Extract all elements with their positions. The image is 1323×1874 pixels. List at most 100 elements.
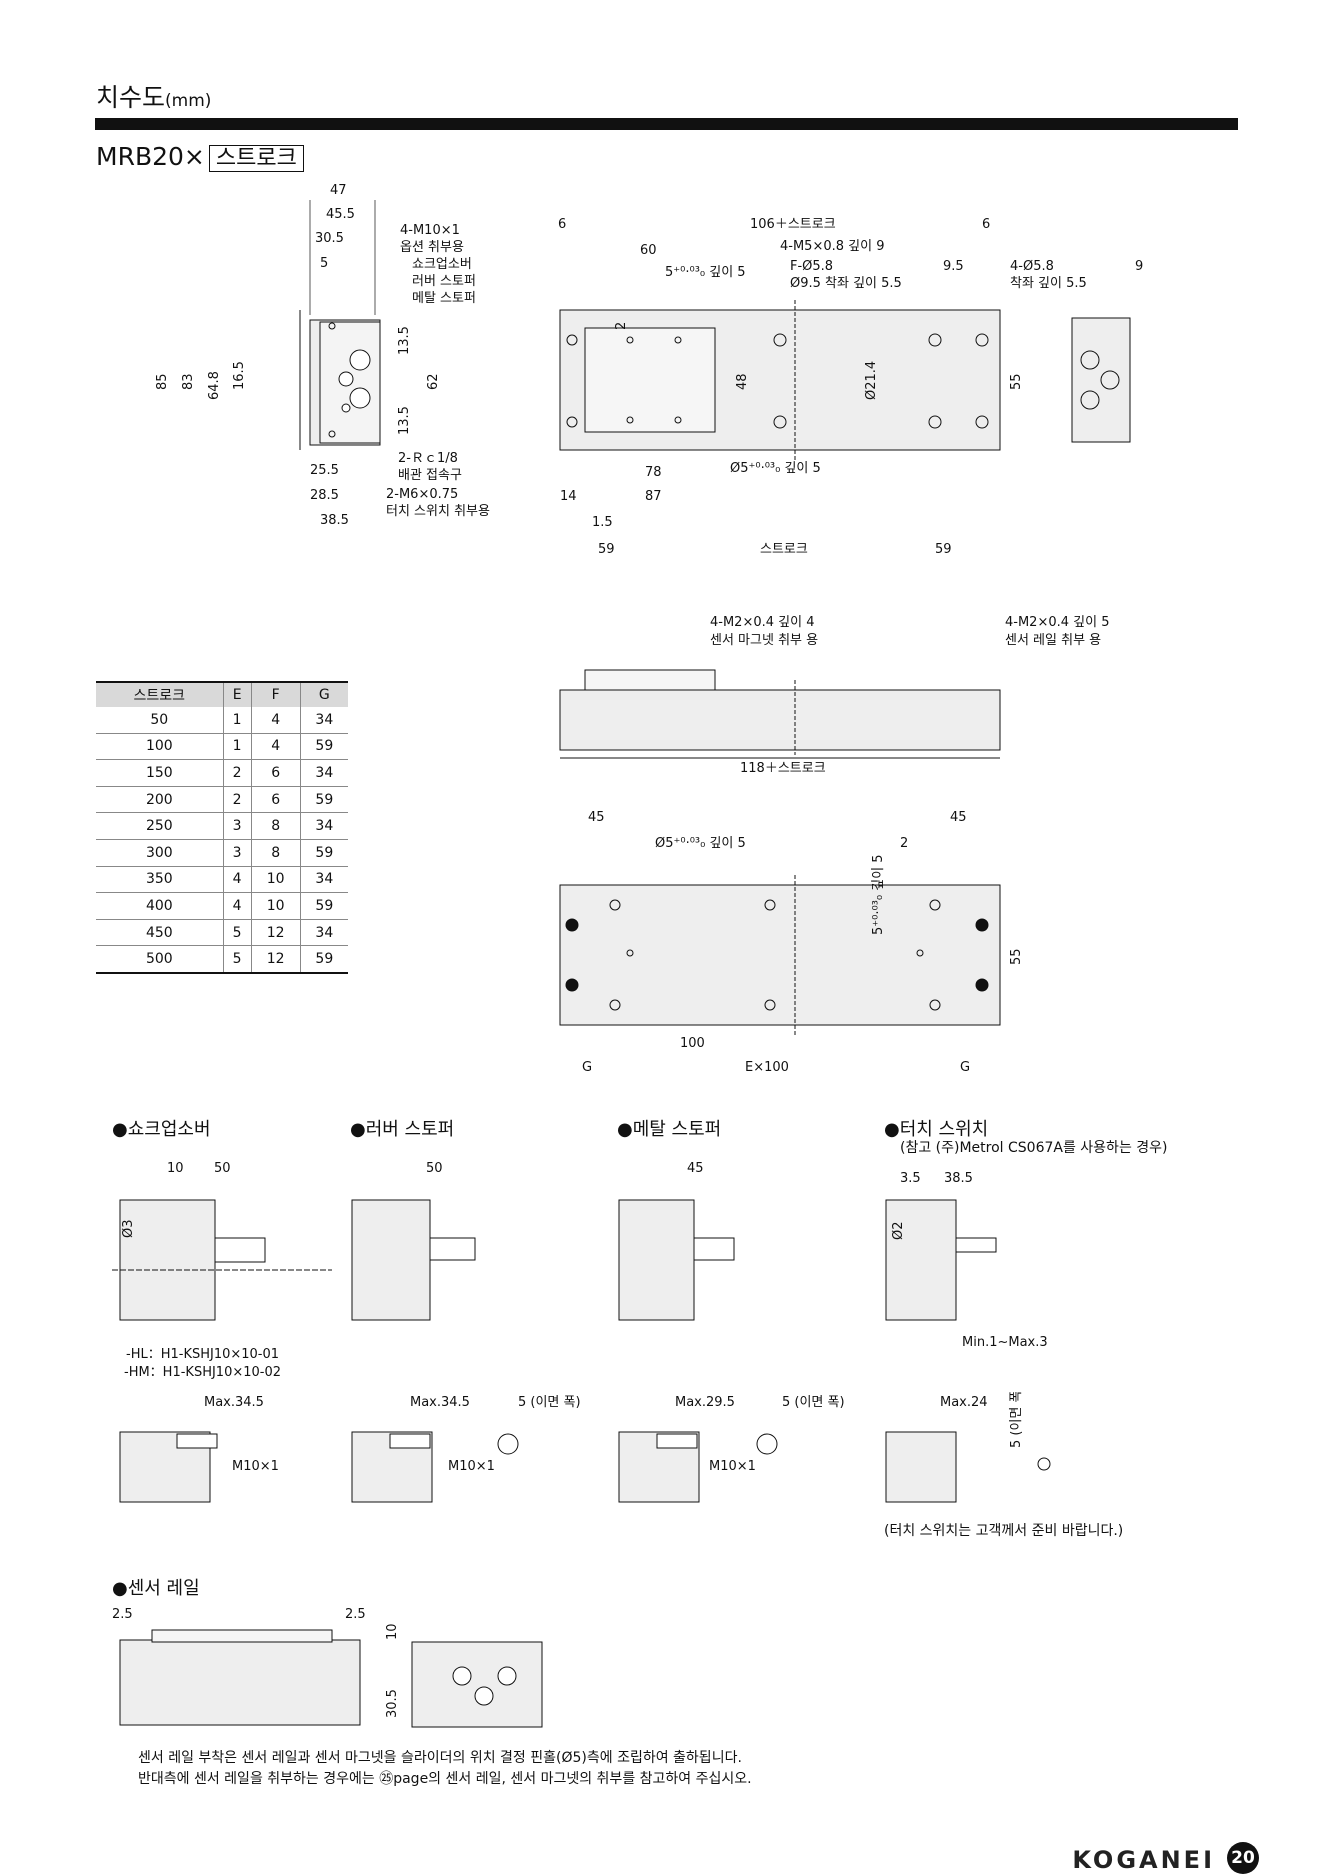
- side-view-drawing: 4-M2×0.4 깊이 4 센서 마그넷 취부 용 4-M2×0.4 깊이 5 …: [559, 615, 1109, 776]
- shock-thread: M10×1: [232, 1459, 279, 1474]
- side-note1-line-2: 센서 마그넷 취부 용: [710, 633, 818, 648]
- front-note3-line-1: 2-M6×0.75: [386, 487, 458, 502]
- model-label: MRB20×스트로크: [96, 140, 304, 172]
- side-note1-line-1: 4-M2×0.4 깊이 4: [710, 615, 814, 630]
- table-cell: 3: [223, 812, 252, 840]
- front-note-line-5: 메탈 스토퍼: [412, 291, 476, 306]
- bottom-dim-2: Ø5⁺⁰·⁰³₀ 깊이 5: [655, 836, 746, 851]
- table-cell: 59: [300, 786, 348, 814]
- side-note2-line-1: 4-M2×0.4 깊이 5: [1005, 615, 1109, 630]
- table-cell: 400: [96, 892, 224, 920]
- sensor-rail-note-1: 센서 레일 부착은 센서 레일과 센서 마그넷을 슬라이더의 위치 결정 핀홀(…: [138, 1750, 742, 1766]
- top-dim-11: 착좌 깊이 5.5: [1010, 276, 1087, 291]
- top-dim-22: 59: [598, 542, 615, 557]
- front-dim-8: 16.5: [232, 361, 247, 390]
- table-cell: 59: [300, 892, 348, 920]
- front-dim-3: 30.5: [315, 231, 344, 246]
- rubber-stopper-title: ●러버 스토퍼: [350, 1119, 455, 1140]
- top-dim-13: 2: [614, 322, 629, 330]
- table-cell: 59: [300, 733, 348, 761]
- top-dim-19: 14: [560, 489, 577, 504]
- front-note-line-3: 쇼크업소버: [412, 257, 472, 272]
- front-dim-11: 13.5: [397, 406, 412, 435]
- touch-range: Min.1~Max.3: [962, 1335, 1048, 1350]
- metal-stopper-title: ●메탈 스토퍼: [617, 1119, 722, 1140]
- top-dim-5: 5⁺⁰·⁰³₀ 깊이 5: [665, 265, 746, 280]
- table-cell: 12: [251, 919, 301, 947]
- touch-switch-title: ●터치 스위치: [884, 1119, 989, 1140]
- front-note-line-2: 옵션 취부용: [400, 240, 464, 255]
- metal-thread: M10×1: [709, 1459, 756, 1474]
- col-e: E: [223, 681, 252, 707]
- side-dim-length: 118＋스트로크: [740, 761, 826, 776]
- bottom-dim-4: 2: [900, 836, 908, 851]
- bottom-dim-1: 45: [588, 810, 605, 825]
- top-dim-7: F-Ø5.8: [790, 259, 833, 274]
- rubber-dim-1: 50: [426, 1161, 443, 1176]
- front-note-line-4: 러버 스토퍼: [412, 274, 476, 289]
- top-dim-9: 9.5: [943, 259, 964, 274]
- table-cell: 6: [251, 786, 301, 814]
- front-dim-9: 13.5: [397, 326, 412, 355]
- table-cell: 4: [251, 707, 301, 734]
- top-dim-8: Ø9.5 착좌 깊이 5.5: [790, 276, 902, 291]
- rubber-max: Max.34.5: [410, 1395, 470, 1410]
- front-dim-14: 38.5: [320, 513, 349, 528]
- shock-dim-2: 50: [214, 1161, 231, 1176]
- shock-hm: -HM：H1-KSHJ10×10-02: [124, 1365, 281, 1380]
- top-dim-1: 6: [558, 217, 566, 232]
- table-cell: 450: [96, 919, 224, 947]
- front-dim-10: 62: [426, 373, 441, 390]
- front-dim-5: 85: [155, 373, 170, 390]
- table-cell: 34: [300, 759, 348, 787]
- table-cell: 300: [96, 839, 224, 867]
- front-dim-7: 64.8: [207, 371, 222, 400]
- table-cell: 8: [251, 839, 301, 867]
- rail-dim-4: 30.5: [385, 1689, 400, 1718]
- metal-flat: 5 (이면 폭): [782, 1395, 845, 1410]
- shock-dim-3: Ø3: [121, 1219, 136, 1238]
- rail-dim-2: 2.5: [345, 1607, 366, 1622]
- table-cell: 34: [300, 866, 348, 894]
- table-cell: 12: [251, 945, 301, 974]
- shock-absorber-drawing: 10 50 Ø3 -HL：H1-KSHJ10×10-01 -HM：H1-KSHJ…: [112, 1161, 332, 1380]
- top-dim-17: 78: [645, 465, 662, 480]
- col-g: G: [300, 681, 348, 707]
- metal-stopper-drawing: 45: [618, 1161, 735, 1321]
- table-cell: 34: [300, 919, 348, 947]
- table-cell: 6: [251, 759, 301, 787]
- shock-hl: -HL：H1-KSHJ10×10-01: [126, 1347, 279, 1362]
- table-cell: 500: [96, 945, 224, 974]
- col-stroke: 스트로크: [96, 681, 224, 707]
- touch-switch-subtitle: (참고 (주)Metrol CS067A를 사용하는 경우): [900, 1140, 1168, 1156]
- touch-flat: 5 (이면 폭): [1009, 1392, 1024, 1448]
- front-dim-1: 47: [330, 183, 347, 198]
- shock-dim-1: 10: [167, 1161, 184, 1176]
- bottom-dim-5: 5⁺⁰·⁰³₀ 깊이 5: [871, 854, 886, 935]
- front-note2-line-2: 배관 접속구: [398, 468, 462, 483]
- shock-absorber-title: ●쇼크업소버: [112, 1119, 211, 1140]
- table-cell: 2: [223, 759, 252, 787]
- table-cell: 10: [251, 892, 301, 920]
- bottom-dim-7: 100: [680, 1036, 705, 1051]
- touch-dim-1: 3.5: [900, 1171, 921, 1186]
- touch-remark: (터치 스위치는 고객께서 준비 바랍니다.): [884, 1523, 1124, 1539]
- table-cell: 2: [223, 786, 252, 814]
- touch-max: Max.24: [940, 1395, 988, 1410]
- metal-max: Max.29.5: [675, 1395, 735, 1410]
- front-dim-13: 28.5: [310, 488, 339, 503]
- front-note-line-1: 4-M10×1: [400, 223, 460, 238]
- touch-side-drawing: Max.24 5 (이면 폭): [885, 1392, 1051, 1503]
- front-dim-12: 25.5: [310, 463, 339, 478]
- model-stroke-box: 스트로크: [208, 145, 304, 172]
- front-dim-2: 45.5: [326, 207, 355, 222]
- top-dim-10: 4-Ø5.8: [1010, 259, 1054, 274]
- shock-side-drawing: Max.34.5 M10×1: [119, 1395, 279, 1503]
